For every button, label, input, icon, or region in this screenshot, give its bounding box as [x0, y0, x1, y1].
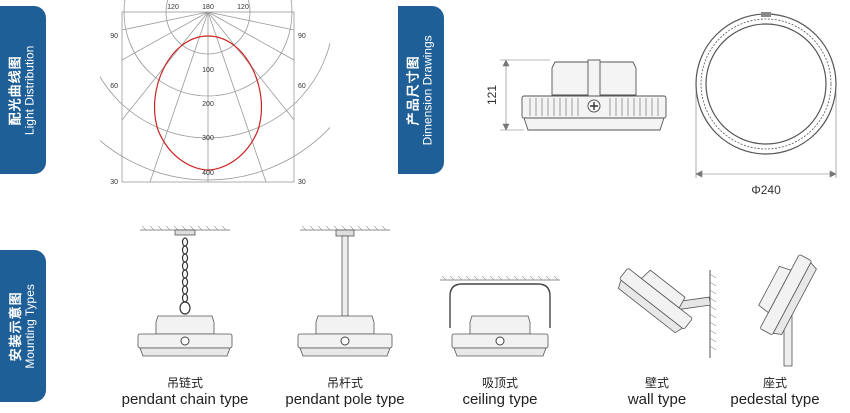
label-pendant-chain-cn: 吊链式 — [166, 376, 203, 390]
label-pendant-chain: 吊链式 pendant chain type — [110, 374, 260, 408]
pedestal-illustration — [758, 254, 817, 367]
height-dimension: 121 — [485, 85, 499, 105]
tab-dimension: 产品尺寸图 Dimension Drawings — [398, 6, 444, 174]
distribution-curve — [153, 35, 263, 171]
radial-label-200: 200 — [202, 101, 214, 108]
top-label-left: 120 — [167, 4, 179, 11]
top-label-right: 120 — [237, 4, 249, 11]
left-label-30: 30 — [110, 179, 118, 186]
tab-light-distribution-cn: 配光曲线图 — [7, 54, 23, 125]
right-label-60: 60 — [298, 83, 306, 90]
diameter-dimension: Φ240 — [751, 183, 781, 197]
radial-label-300: 300 — [202, 135, 214, 142]
label-pendant-pole-en: pendant pole type — [285, 391, 405, 408]
label-ceiling: 吸顶式 ceiling type — [425, 374, 575, 408]
radial-label-400: 400 — [202, 170, 214, 177]
top-label-center: 180 — [202, 4, 214, 11]
right-label-90: 90 — [298, 33, 306, 40]
side-elevation-drawing: 121 — [485, 59, 667, 131]
left-label-90: 90 — [110, 33, 118, 40]
top-view-drawing: Φ240 — [695, 12, 837, 197]
ceiling-illustration — [449, 283, 551, 357]
label-pedestal-en: pedestal type — [730, 391, 820, 408]
pendant-pole-illustration — [297, 229, 393, 357]
wall-illustration — [617, 268, 717, 358]
mounting-illustrations — [137, 225, 817, 367]
lens-ring — [523, 117, 665, 131]
label-pedestal: 座式 pedestal type — [700, 374, 850, 408]
label-wall-en: wall type — [627, 391, 687, 408]
tab-light-distribution: 配光曲线图 Light Distribution — [0, 6, 46, 174]
polar-diagram: 120 180 120 90 60 30 90 60 30 100 200 30… — [100, 0, 330, 186]
outer-ring — [695, 13, 837, 155]
fin-ring — [700, 18, 832, 150]
top-mount-tab — [761, 12, 771, 17]
label-pendant-chain-en: pendant chain type — [121, 391, 249, 408]
label-pedestal-cn: 座式 — [762, 376, 787, 390]
tab-mounting-cn: 安装示意图 — [7, 290, 23, 362]
label-pendant-pole-cn: 吊杆式 — [326, 376, 363, 390]
label-pendant-pole: 吊杆式 pendant pole type — [270, 374, 420, 408]
label-ceiling-cn: 吸顶式 — [481, 376, 518, 390]
tab-mounting: 安装示意图 Mounting Types — [0, 250, 46, 402]
left-label-60: 60 — [110, 83, 118, 90]
label-wall-cn: 壁式 — [644, 376, 669, 390]
tab-dimension-cn: 产品尺寸图 — [405, 54, 421, 125]
label-wall: 壁式 wall type — [582, 374, 732, 408]
radial-label-100: 100 — [202, 67, 214, 74]
tab-light-distribution-en: Light Distribution — [22, 45, 37, 135]
bracket — [587, 59, 601, 97]
label-ceiling-en: ceiling type — [462, 391, 538, 408]
tab-dimension-en: Dimension Drawings — [420, 34, 435, 146]
right-label-30: 30 — [298, 179, 306, 186]
inner-ring — [705, 23, 827, 145]
pendant-chain-illustration — [137, 229, 233, 357]
tab-mounting-en: Mounting Types — [22, 283, 37, 369]
